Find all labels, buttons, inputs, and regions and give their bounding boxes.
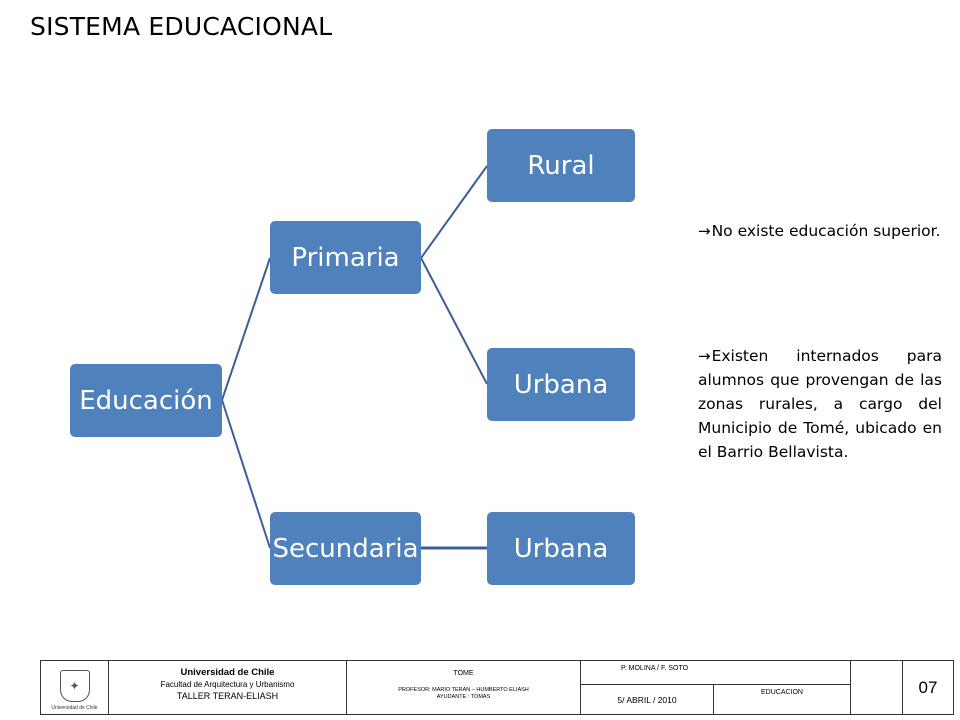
- node-primaria: Primaria: [270, 221, 421, 294]
- connector-educacion-primaria: [221, 257, 271, 401]
- connector-primaria-rural: [420, 165, 488, 259]
- professor-line: PROFESOR: MARIO TERAN – HUMBERTO ELIASH: [398, 687, 529, 693]
- blank-cell: [851, 661, 903, 714]
- connector-primaria-urbana: [420, 257, 488, 385]
- authors: P. MOLINA / F. SOTO: [621, 665, 689, 672]
- university-logo: ✦ Universidad de Chile: [41, 661, 109, 714]
- subject: EDUCACION: [760, 689, 803, 696]
- connector-educacion-secundaria: [221, 399, 271, 549]
- note-internados: →Existen internados para alumnos que pro…: [698, 344, 942, 464]
- date: 5/ ABRIL / 2010: [581, 685, 714, 714]
- arrow-right-icon: →: [698, 222, 711, 240]
- authors-cell: P. MOLINA / F. SOTO 5/ ABRIL / 2010 EDUC…: [581, 661, 851, 714]
- page-title: SISTEMA EDUCACIONAL: [30, 12, 333, 41]
- assistant-line: AYUDANTE : TOMAS: [436, 694, 491, 700]
- sheet-number: 07: [918, 677, 938, 697]
- logo-caption: Universidad de Chile: [51, 705, 98, 711]
- node-urbana-secundaria: Urbana: [487, 512, 635, 585]
- place-name: TOME: [453, 670, 474, 677]
- university-crest-icon: ✦: [59, 670, 90, 702]
- faculty-name: Facultad de Arquitectura y Urbanismo: [160, 680, 295, 689]
- node-urbana-primaria: Urbana: [487, 348, 635, 421]
- note-no-superior: →No existe educación superior.: [698, 219, 942, 243]
- note-text: No existe educación superior.: [711, 222, 941, 240]
- university-name: Universidad de Chile: [180, 667, 275, 678]
- place-cell: TOME PROFESOR: MARIO TERAN – HUMBERTO EL…: [347, 661, 581, 714]
- arrow-right-icon: →: [698, 347, 711, 365]
- taller-name: TALLER TERAN-ELIASH: [176, 691, 279, 701]
- node-secundaria: Secundaria: [270, 512, 421, 585]
- node-rural: Rural: [487, 129, 635, 202]
- note-text: Existen internados para alumnos que prov…: [698, 347, 942, 461]
- node-educacion: Educación: [70, 364, 222, 437]
- university-cell: Universidad de Chile Facultad de Arquite…: [109, 661, 347, 714]
- title-block: ✦ Universidad de Chile Universidad de Ch…: [40, 660, 954, 715]
